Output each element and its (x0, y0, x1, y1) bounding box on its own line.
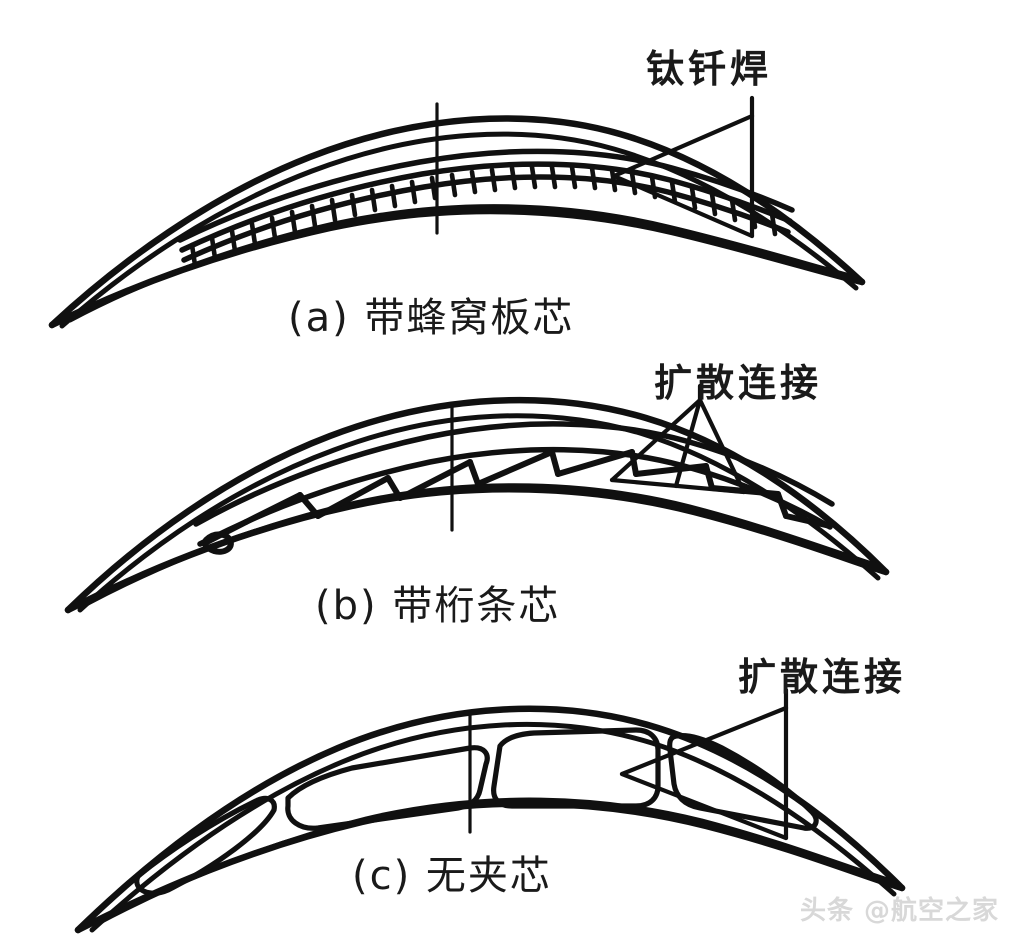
panel-a-blade (48, 95, 866, 329)
caption-panel-c: (c) 无夹芯 (352, 853, 552, 899)
panel-c-cavities (134, 727, 819, 896)
watermark: 头条 @航空之家 (800, 896, 1000, 926)
panel-a-leader (611, 95, 755, 239)
callout-label-b: 扩散连接 (654, 361, 823, 405)
callout-label-a: 钛钎焊 (646, 47, 773, 91)
panel-a-lower-skin-inner (67, 204, 857, 323)
panel-b-upper-skin-inner (77, 413, 881, 613)
panel-c-cavity-4 (667, 733, 819, 831)
panel-c-lower-skin-inner (93, 797, 897, 927)
callout-label-c: 扩散连接 (738, 655, 907, 699)
panel-a-core-mid-bound (179, 161, 793, 253)
panel-c-blade (74, 687, 906, 934)
panel-b-leader (609, 383, 747, 495)
panel-c-leader (619, 687, 789, 841)
panel-a-core-lower-bound (181, 174, 791, 263)
panel-c-cavity-1 (134, 795, 277, 896)
caption-panel-b: (b) 带桁条芯 (315, 583, 561, 629)
panel-b-core-upper-bound (193, 421, 835, 527)
panel-b-lower-skin-inner (83, 483, 881, 607)
panel-a-honeycomb-cells (189, 164, 778, 268)
panel-b-blade (64, 383, 890, 614)
caption-panel-a: (a) 带蜂窝板芯 (288, 295, 575, 341)
panel-c-upper-skin-inner (89, 722, 897, 933)
panel-b-upper-skin-outer (64, 396, 890, 614)
panel-c-cavity-2 (285, 745, 490, 831)
panel-a-core-upper-bound (177, 148, 795, 243)
